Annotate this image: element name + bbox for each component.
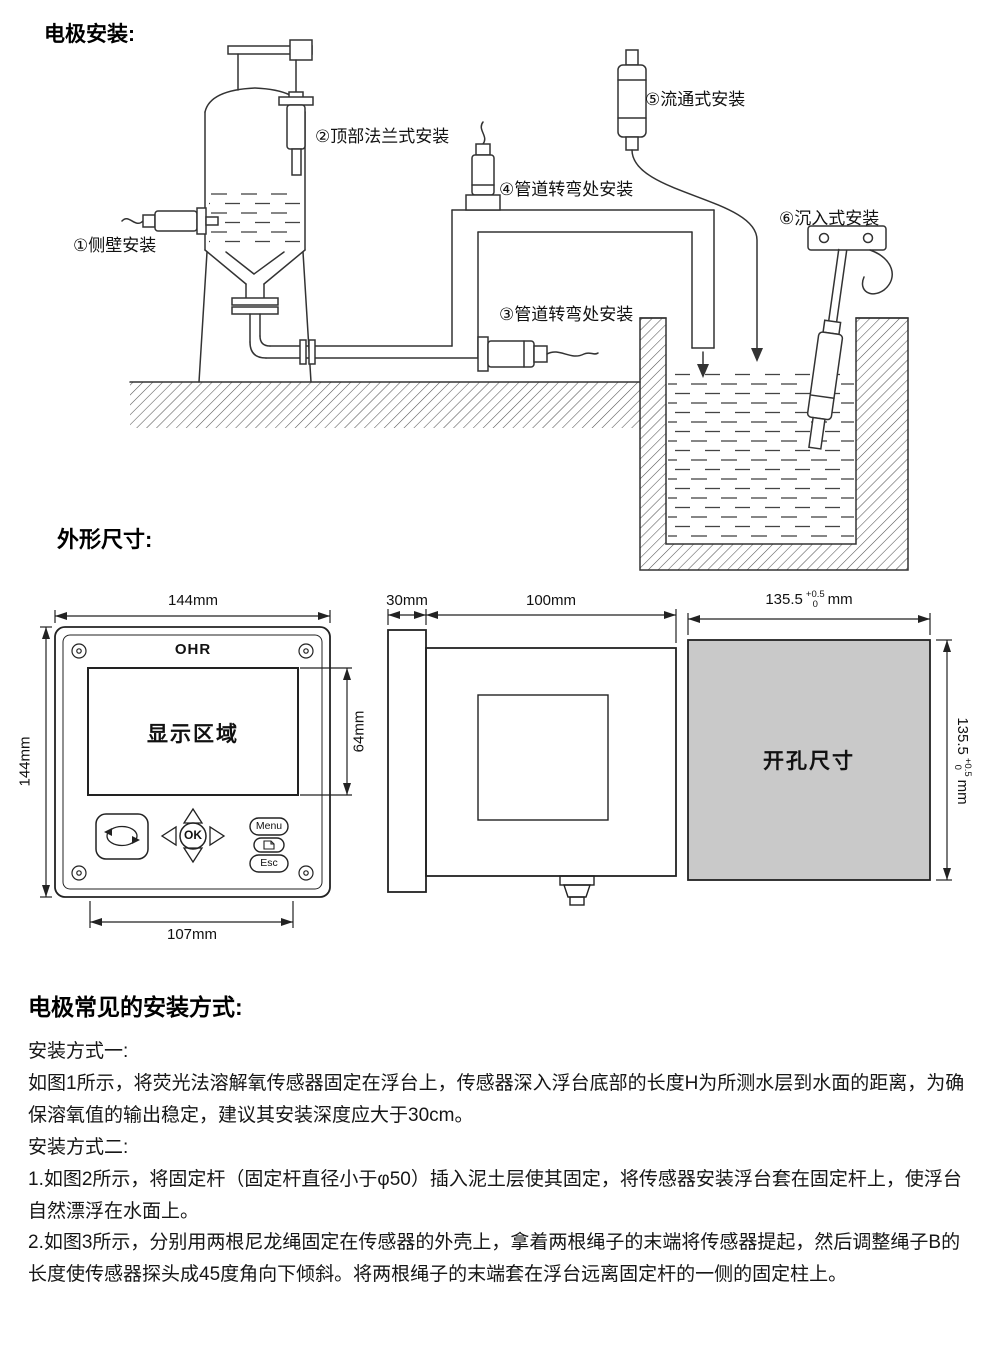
side-body-depth-dim: 100mm (525, 592, 577, 609)
dimensions-section-title: 外形尺寸: (57, 527, 153, 552)
esc-button-label: Esc (260, 857, 278, 869)
data-transfer-button (95, 813, 149, 860)
label-pipe-bend-mount-4: ④管道转弯处安装 (499, 180, 634, 199)
cutout-dimension-lines (687, 613, 952, 881)
front-view-dimension-lines (40, 610, 352, 928)
cutout-unit: mm (953, 779, 971, 805)
esc-button (249, 854, 289, 873)
electrode-top-flange (278, 59, 314, 176)
front-view (54, 626, 331, 898)
method-two-paragraph-2: 2.如图3所示，分别用两根尼龙绳固定在传感器的外壳上，拿着两根绳子的末端将传感器… (28, 1232, 961, 1286)
side-view-dimension-lines (387, 609, 677, 643)
electrode-side-wall (121, 207, 219, 235)
label-submersible-mount: ⑥沉入式安装 (779, 209, 880, 228)
corner-screw-icon (71, 643, 314, 881)
label-side-wall-mount: ①侧壁安装 (73, 236, 157, 255)
side-flange-depth-dim: 30mm (386, 592, 428, 609)
cutout-view (687, 639, 931, 881)
display-area-label: 显示区域 (147, 723, 239, 746)
dpad-right-icon (209, 825, 226, 847)
submersible-electrode (806, 225, 893, 450)
method-two-subtitle: 安装方式二: (28, 1136, 129, 1158)
display-height-dim: 64mm (350, 710, 368, 753)
menu-button-label: Menu (255, 820, 283, 832)
electrode-pipe-bend-lower (477, 336, 599, 372)
display-area (87, 667, 299, 796)
label-pipe-bend-mount-3: ③管道转弯处安装 (499, 305, 634, 324)
page-turn-icon (263, 840, 275, 850)
front-height-dim: 144mm (16, 736, 34, 787)
flow-arrow-down-icon (751, 348, 763, 362)
label-flow-through-mount: ⑤流通式安装 (645, 90, 746, 109)
flow-arrow-down-icon (697, 364, 709, 378)
cutout-size-value: 135.5 (953, 717, 971, 755)
menu-button (249, 817, 289, 836)
dpad-up-icon (182, 807, 204, 824)
dimensions-diagram (40, 609, 952, 928)
data-transfer-icon (104, 825, 140, 847)
installation-diagram (121, 39, 909, 571)
flow-through-cell (617, 49, 763, 362)
ground-hatch (129, 381, 641, 428)
pool (639, 317, 909, 571)
ok-button (179, 822, 207, 850)
cable-gland (559, 875, 595, 906)
methods-title: 电极常见的安装方式: (28, 994, 243, 1020)
installation-methods-section: 电极常见的安装方式: 安装方式一: 如图1所示，将荧光法溶解氧传感器固定在浮台上… (28, 988, 966, 1291)
ok-button-label: OK (184, 828, 202, 842)
cutout-size-value: 135.5 (765, 591, 803, 609)
dpad-down-icon (182, 847, 204, 864)
side-view (387, 629, 677, 906)
method-one-paragraph: 如图1所示，将荧光法溶解氧传感器固定在浮台上，传感器深入浮台底部的长度H为所测水… (28, 1072, 965, 1126)
front-width-dim: 144mm (167, 592, 219, 609)
electrode-pipe-bend-upper (465, 121, 501, 211)
piping (249, 209, 715, 378)
front-mount-width-dim: 107mm (166, 926, 218, 943)
dpad-left-icon (160, 825, 177, 847)
installation-section-title: 电极安装: (44, 23, 135, 46)
method-two-paragraph-1: 1.如图2所示，将固定杆（固定杆直径小于φ50）插入泥土层使其固定，将传感器安装… (28, 1168, 962, 1222)
cutout-unit: mm (827, 591, 853, 609)
label-top-flange-mount: ②顶部法兰式安装 (315, 127, 450, 146)
cutout-label: 开孔尺寸 (763, 750, 855, 773)
page-button (253, 837, 285, 853)
method-one-subtitle: 安装方式一: (28, 1041, 129, 1062)
brand-logo: OHR (174, 641, 212, 658)
